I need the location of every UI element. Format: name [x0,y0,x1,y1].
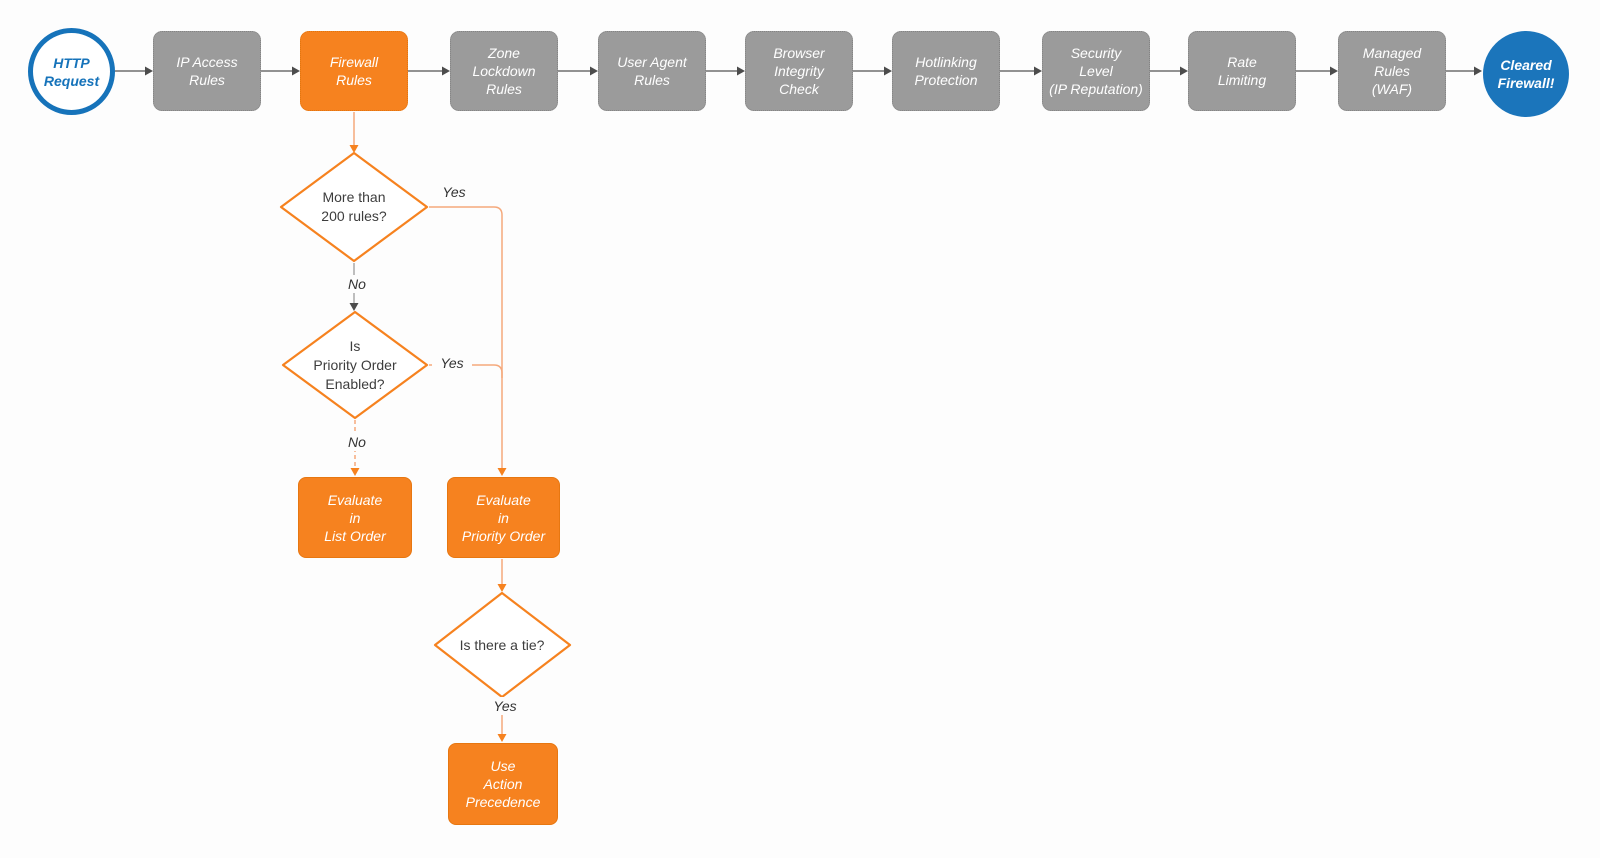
edge-200rules-yes-to-priority-order [429,206,507,476]
edge-priority-enabled-yes-join [429,364,503,378]
step-security-level: Security Level (IP Reputation) [1042,31,1150,111]
action-label: Use Action Precedence [465,758,541,810]
decision-200rules-text: More than 200 rules? [321,189,387,224]
edge-label-priority-enabled-yes: Yes [432,354,472,372]
start-node-http-request: HTTP Request [28,28,115,115]
action-evaluate-priority-order: Evaluate in Priority Order [447,477,560,558]
action-evaluate-list-order: Evaluate in List Order [298,477,412,558]
step-label: Rate Limiting [1217,54,1267,88]
decision-priority-enabled-text: Is Priority Order Enabled? [313,338,397,392]
edge-label-priority-enabled-no: No [337,433,377,451]
action-use-action-precedence: Use Action Precedence [448,743,558,825]
edge-label-200rules-yes: Yes [434,183,474,201]
step-firewall-rules: Firewall Rules [300,31,408,111]
end-node-cleared-firewall: Cleared Firewall! [1483,31,1569,117]
decision-tie-text: Is there a tie? [459,637,545,653]
edge-label-200rules-no: No [337,275,377,293]
action-label: Evaluate in List Order [324,491,386,544]
step-label: IP Access Rules [176,54,238,88]
step-rate-limiting: Rate Limiting [1188,31,1296,111]
step-user-agent-rules: User Agent Rules [598,31,706,111]
step-label: Browser Integrity Check [773,45,825,97]
step-label: Managed Rules (WAF) [1362,45,1422,97]
step-label: Hotlinking Protection [914,54,978,88]
end-node-label: Cleared Firewall! [1497,57,1555,91]
step-label: Security Level (IP Reputation) [1049,45,1143,97]
step-label: User Agent Rules [617,54,687,88]
step-browser-integrity-check: Browser Integrity Check [745,31,853,111]
decision-diamond-priority-enabled [281,310,429,420]
action-label: Evaluate in Priority Order [461,491,546,544]
edge-label-tie-yes: Yes [485,697,525,715]
step-hotlinking-protection: Hotlinking Protection [892,31,1000,111]
decision-diamond-200rules [279,151,429,263]
step-label: Zone Lockdown Rules [472,45,536,97]
start-node-label: HTTP Request [43,54,100,89]
step-ip-access-rules: IP Access Rules [153,31,261,111]
step-managed-rules-waf: Managed Rules (WAF) [1338,31,1446,111]
step-zone-lockdown-rules: Zone Lockdown Rules [450,31,558,111]
step-label: Firewall Rules [329,54,379,88]
